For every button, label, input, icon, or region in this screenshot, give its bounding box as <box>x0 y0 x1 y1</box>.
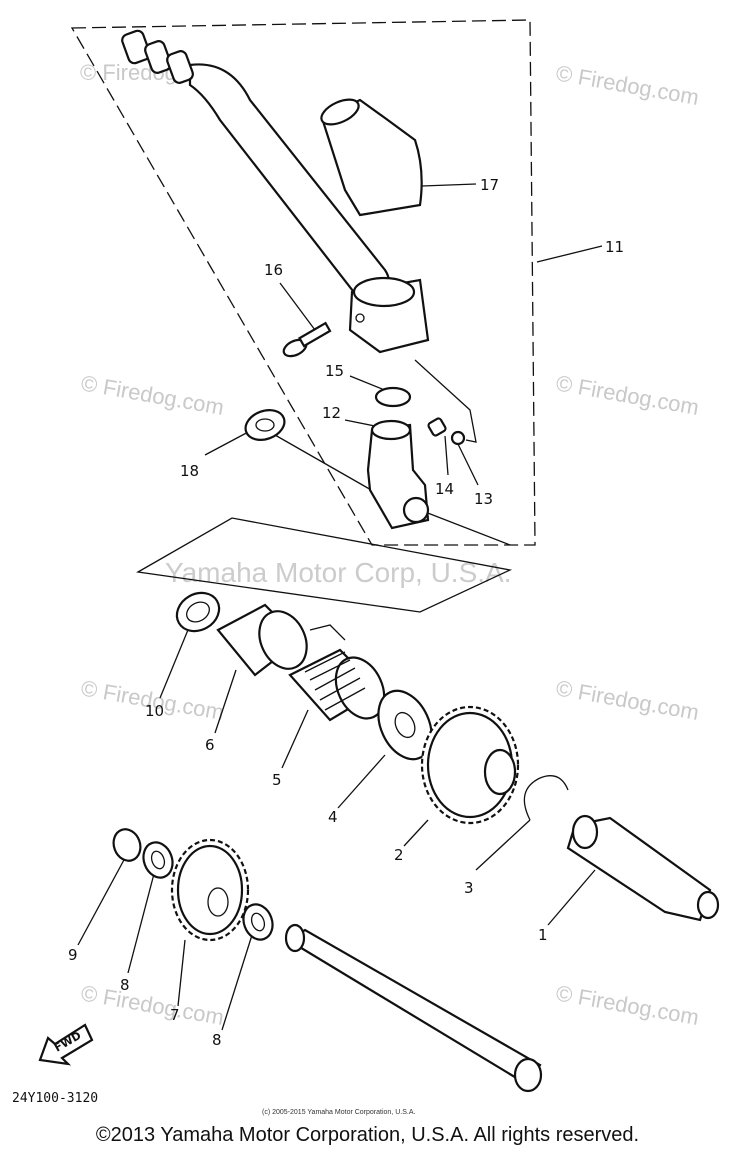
bushing-18 <box>244 409 286 441</box>
label-8: 8 <box>212 1031 222 1049</box>
washer-8-lower <box>242 903 274 941</box>
watermark-firedog: © Firedog.com <box>554 980 701 1030</box>
watermark-firedog: © Firedog.com <box>554 370 701 420</box>
circlip-9 <box>112 828 142 862</box>
kick-lever <box>121 29 430 354</box>
label-11: 11 <box>605 238 624 256</box>
label-14: 14 <box>435 480 454 498</box>
spring-14 <box>427 417 447 437</box>
kick-boss-12 <box>366 419 430 530</box>
diagram-code: 24Y100-3120 <box>12 1091 98 1106</box>
label-7: 7 <box>170 1006 180 1024</box>
o-ring-15 <box>374 386 412 408</box>
small-copyright: (c) 2005-2015 Yamaha Motor Corporation, … <box>262 1109 415 1116</box>
fwd-arrow-icon: FWD <box>38 1023 94 1066</box>
label-6: 6 <box>205 736 215 754</box>
seal-10 <box>175 591 221 633</box>
part-labels: 17 11 16 15 12 14 13 18 10 6 5 4 2 3 1 9… <box>68 176 624 1049</box>
label-12: 12 <box>322 404 341 422</box>
watermark-yamaha: Yamaha Motor Corp, U.S.A. <box>165 557 512 588</box>
gear-7 <box>170 838 250 942</box>
collar-6 <box>216 603 308 677</box>
label-4: 4 <box>328 808 338 826</box>
label-3: 3 <box>464 879 474 897</box>
bolt-16 <box>282 321 332 358</box>
kick-rubber <box>320 98 423 217</box>
assembly-outline-11 <box>70 19 536 546</box>
label-10: 10 <box>145 702 164 720</box>
watermark-firedog: © Firedog.com <box>79 980 226 1030</box>
kick-gear-2 <box>420 705 520 825</box>
leader-lines <box>77 183 603 1031</box>
watermark-firedog: © Firedog.com <box>554 675 701 725</box>
kick-shaft-1 <box>566 814 720 922</box>
torsion-spring-5 <box>288 624 386 722</box>
clip-3 <box>523 775 569 821</box>
label-5: 5 <box>272 771 282 789</box>
washer-4 <box>377 689 433 761</box>
label-15: 15 <box>325 362 344 380</box>
ball-13 <box>450 430 466 446</box>
washer-8-upper <box>142 841 174 879</box>
label-17: 17 <box>480 176 499 194</box>
group-outline-lower <box>136 517 513 613</box>
footer-copyright: ©2013 Yamaha Motor Corporation, U.S.A. A… <box>95 1124 640 1146</box>
label-18: 18 <box>180 462 199 480</box>
label-9: 9 <box>68 946 78 964</box>
watermark-firedog: © Firedog.com <box>79 370 226 420</box>
label-8: 8 <box>120 976 130 994</box>
label-16: 16 <box>264 261 283 279</box>
watermark-firedog: © Firedog.com <box>554 60 701 110</box>
label-2: 2 <box>394 846 404 864</box>
idle-shaft <box>284 923 543 1093</box>
label-1: 1 <box>538 926 548 944</box>
label-13: 13 <box>474 490 493 508</box>
